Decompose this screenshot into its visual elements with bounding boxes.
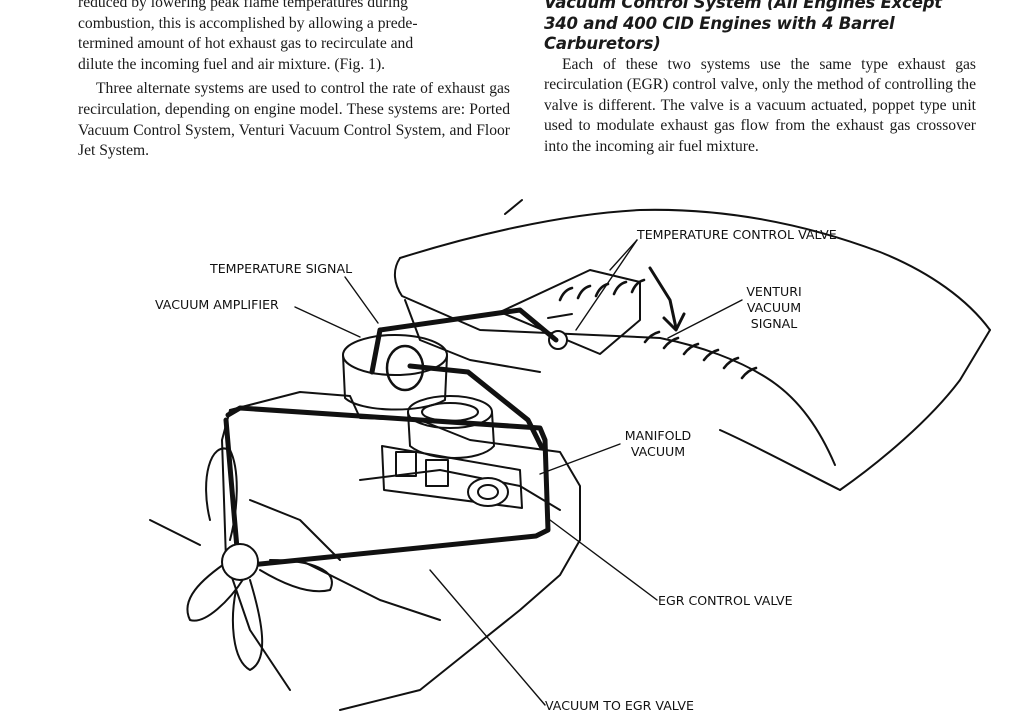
paragraph-egr-intro: reduced by lowering peak flame temperatu… — [78, 0, 510, 75]
label-line: SIGNAL — [750, 316, 798, 331]
section-heading: Vacuum Control System (All Engines Excep… — [544, 0, 942, 53]
label-temperature-control-valve: TEMPERATURE CONTROL VALVE — [637, 227, 837, 242]
label-venturi-vacuum-signal: VENTURI VACUUM SIGNAL — [738, 284, 810, 332]
label-vacuum-to-egr-valve: VACUUM TO EGR VALVE — [545, 698, 695, 713]
paragraph-alternate-systems: Three alternate systems are used to cont… — [78, 80, 510, 160]
label-egr-control-valve: EGR CONTROL VALVE — [658, 593, 793, 608]
label-line: VENTURI — [746, 284, 802, 299]
text-line: combustion, this is accomplished by allo… — [78, 14, 418, 32]
label-line: MANIFOLD — [624, 428, 692, 443]
carburetor — [381, 395, 523, 509]
text-line: dilute the incoming fuel and air mixture… — [78, 55, 386, 73]
egr-control-valve — [467, 477, 509, 507]
label-manifold-vacuum: MANIFOLD VACUUM — [618, 428, 698, 460]
cowl-louvers — [558, 278, 758, 380]
leader-lines — [294, 239, 743, 706]
left-text-column: reduced by lowering peak flame temperatu… — [78, 0, 510, 162]
label-vacuum-amplifier: VACUUM AMPLIFIER — [155, 297, 279, 312]
temperature-control-valve — [499, 266, 686, 355]
label-line: VACUUM — [746, 300, 802, 315]
engine-fan — [149, 447, 333, 671]
right-text-column: Vacuum Control System (All Engines Excep… — [544, 0, 976, 157]
paragraph-egr-valve: Each of these two systems use the same t… — [544, 55, 976, 155]
text-line: termined amount of hot exhaust gas to re… — [78, 35, 414, 53]
engine-egr-diagram — [149, 199, 991, 711]
text-line: reduced by lowering peak flame temperatu… — [78, 0, 408, 11]
vacuum-hoses — [223, 307, 559, 568]
label-temperature-signal: TEMPERATURE SIGNAL — [210, 261, 353, 276]
label-line: VACUUM — [630, 444, 686, 459]
